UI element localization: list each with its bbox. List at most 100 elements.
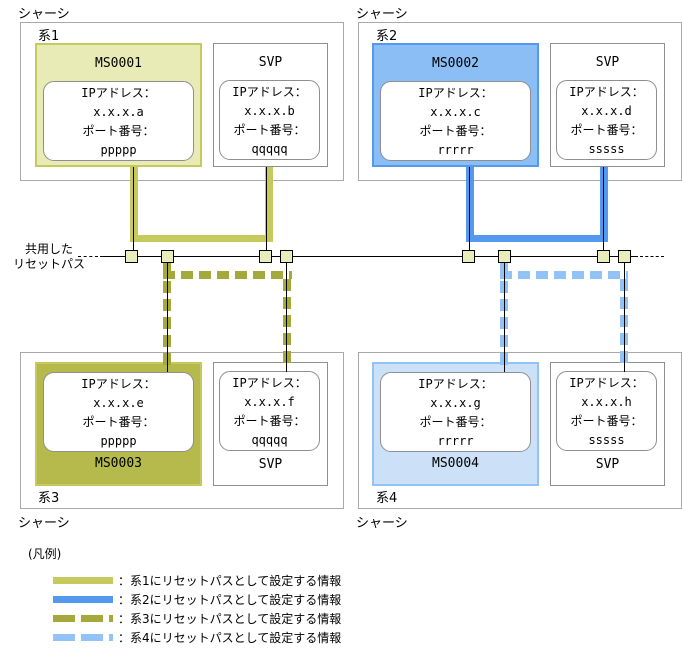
legend-label-system4: ：系4にリセットパスとして設定する情報 bbox=[118, 631, 342, 645]
bus-node-8 bbox=[618, 250, 631, 263]
system1-label: 系1 bbox=[38, 29, 60, 44]
port-label: ポート番号： bbox=[570, 123, 643, 137]
ip-value: x.x.x.e bbox=[93, 396, 144, 410]
ip-label: IPアドレス： bbox=[232, 376, 307, 390]
legend-swatch-system3 bbox=[53, 615, 113, 622]
svp1-box: SVP IPアドレス： x.x.x.b ポート番号： qqqqq bbox=[213, 43, 328, 167]
ip-label: IPアドレス： bbox=[418, 377, 493, 391]
legend-label-system3: ：系3にリセットパスとして設定する情報 bbox=[118, 612, 342, 626]
reset-bus-left-dashes bbox=[78, 256, 98, 257]
reset-bus-label-line2: リセットパス bbox=[12, 257, 85, 271]
ms0001-address-box: IPアドレス： x.x.x.a ポート番号： ppppp bbox=[43, 81, 194, 161]
legend-item-system3: ：系3にリセットパスとして設定する情報 bbox=[53, 612, 342, 626]
port-value: rrrrr bbox=[437, 434, 474, 448]
legend-title: (凡例) bbox=[28, 547, 62, 561]
system4-label: 系4 bbox=[376, 491, 398, 506]
ms0003-title: MS0003 bbox=[95, 456, 142, 471]
ms0002-box: MS0002 IPアドレス： x.x.x.c ポート番号： rrrrr bbox=[372, 43, 539, 167]
legend-item-system2: ：系2にリセットパスとして設定する情報 bbox=[53, 593, 342, 607]
svp4-box: IPアドレス： x.x.x.h ポート番号： sssss SVP bbox=[550, 362, 665, 486]
ms0003-box: IPアドレス： x.x.x.e ポート番号： ppppp MS0003 bbox=[35, 362, 202, 486]
bus-node-5 bbox=[462, 250, 475, 263]
ms0004-bus-line bbox=[504, 263, 505, 372]
svp1-bus-line bbox=[266, 167, 267, 251]
bus-node-3 bbox=[259, 250, 272, 263]
ip-value: x.x.x.f bbox=[244, 395, 295, 409]
bus-node-2 bbox=[161, 250, 174, 263]
port-value: sssss bbox=[588, 433, 625, 447]
port-label: ポート番号： bbox=[570, 414, 643, 428]
port-label: ポート番号： bbox=[419, 415, 492, 429]
legend-swatch-system2 bbox=[53, 596, 113, 603]
system2-path-horizontal bbox=[466, 235, 608, 242]
ms0004-title: MS0004 bbox=[432, 456, 479, 471]
port-value: ppppp bbox=[100, 434, 137, 448]
ip-label: IPアドレス： bbox=[569, 85, 644, 99]
system1-path-vertical-left bbox=[130, 167, 138, 235]
bus-node-4 bbox=[280, 250, 293, 263]
chassis-label-4: シャーシ bbox=[356, 516, 408, 531]
svp3-title: SVP bbox=[258, 457, 283, 472]
ip-value: x.x.x.a bbox=[93, 105, 144, 119]
system4-path-horizontal bbox=[500, 271, 628, 279]
svp3-address-box: IPアドレス： x.x.x.f ポート番号： qqqqq bbox=[219, 371, 320, 451]
ip-value: x.x.x.d bbox=[581, 104, 632, 118]
legend-label-system2: ：系2にリセットパスとして設定する情報 bbox=[118, 593, 342, 607]
ip-value: x.x.x.c bbox=[430, 105, 481, 119]
svp2-title: SVP bbox=[595, 55, 620, 70]
reset-bus-label: 共用した リセットパス bbox=[2, 242, 96, 272]
legend-item-system1: ：系1にリセットパスとして設定する情報 bbox=[53, 574, 341, 588]
system2-path-vertical-left bbox=[466, 167, 474, 235]
port-label: ポート番号： bbox=[419, 124, 492, 138]
ip-value: x.x.x.g bbox=[430, 396, 481, 410]
ip-label: IPアドレス： bbox=[81, 86, 156, 100]
system2-path-vertical-right bbox=[600, 167, 608, 235]
chassis-label-2: シャーシ bbox=[356, 7, 408, 22]
ms0001-title: MS0001 bbox=[95, 56, 142, 71]
system1-path-horizontal bbox=[130, 235, 273, 242]
svp3-bus-line bbox=[286, 263, 287, 372]
legend-item-system4: ：系4にリセットパスとして設定する情報 bbox=[53, 631, 342, 645]
reset-bus-right-dashes bbox=[640, 256, 664, 257]
svp1-address-box: IPアドレス： x.x.x.b ポート番号： qqqqq bbox=[219, 80, 320, 160]
svp2-bus-line bbox=[603, 167, 604, 251]
port-value: sssss bbox=[588, 142, 625, 156]
port-value: qqqqq bbox=[251, 433, 288, 447]
chassis-label-3: シャーシ bbox=[18, 516, 70, 531]
system3-path-vertical-right bbox=[283, 279, 291, 366]
system2-label: 系2 bbox=[376, 29, 398, 44]
ip-label: IPアドレス： bbox=[232, 85, 307, 99]
system3-label: 系3 bbox=[38, 491, 60, 506]
ms0004-box: IPアドレス： x.x.x.g ポート番号： rrrrr MS0004 bbox=[372, 362, 539, 486]
port-value: ppppp bbox=[100, 143, 137, 157]
svp4-title: SVP bbox=[595, 457, 620, 472]
port-label: ポート番号： bbox=[233, 414, 306, 428]
port-value: qqqqq bbox=[251, 142, 288, 156]
legend-swatch-system4 bbox=[53, 634, 113, 641]
ms0001-bus-line bbox=[133, 167, 134, 251]
svp2-address-box: IPアドレス： x.x.x.d ポート番号： sssss bbox=[556, 80, 657, 160]
ip-label: IPアドレス： bbox=[569, 376, 644, 390]
chassis-label-1: シャーシ bbox=[18, 7, 70, 22]
ip-value: x.x.x.h bbox=[581, 395, 632, 409]
svp3-box: IPアドレス： x.x.x.f ポート番号： qqqqq SVP bbox=[213, 362, 328, 486]
ms0003-bus-line bbox=[167, 263, 168, 372]
reset-bus-line bbox=[100, 256, 638, 257]
port-value: rrrrr bbox=[437, 143, 474, 157]
bus-node-1 bbox=[125, 250, 138, 263]
ms0004-address-box: IPアドレス： x.x.x.g ポート番号： rrrrr bbox=[380, 372, 531, 452]
svp4-address-box: IPアドレス： x.x.x.h ポート番号： sssss bbox=[556, 371, 657, 451]
ms0002-title: MS0002 bbox=[432, 56, 479, 71]
system1-path-vertical-right bbox=[265, 167, 273, 235]
ms0002-address-box: IPアドレス： x.x.x.c ポート番号： rrrrr bbox=[380, 81, 531, 161]
port-label: ポート番号： bbox=[82, 124, 155, 138]
svp2-box: SVP IPアドレス： x.x.x.d ポート番号： sssss bbox=[550, 43, 665, 167]
reset-bus-label-line1: 共用した bbox=[24, 242, 73, 256]
ip-value: x.x.x.b bbox=[244, 104, 295, 118]
port-label: ポート番号： bbox=[233, 123, 306, 137]
svp4-bus-line bbox=[624, 263, 625, 372]
port-label: ポート番号： bbox=[82, 415, 155, 429]
bus-node-7 bbox=[597, 250, 610, 263]
ip-label: IPアドレス： bbox=[81, 377, 156, 391]
